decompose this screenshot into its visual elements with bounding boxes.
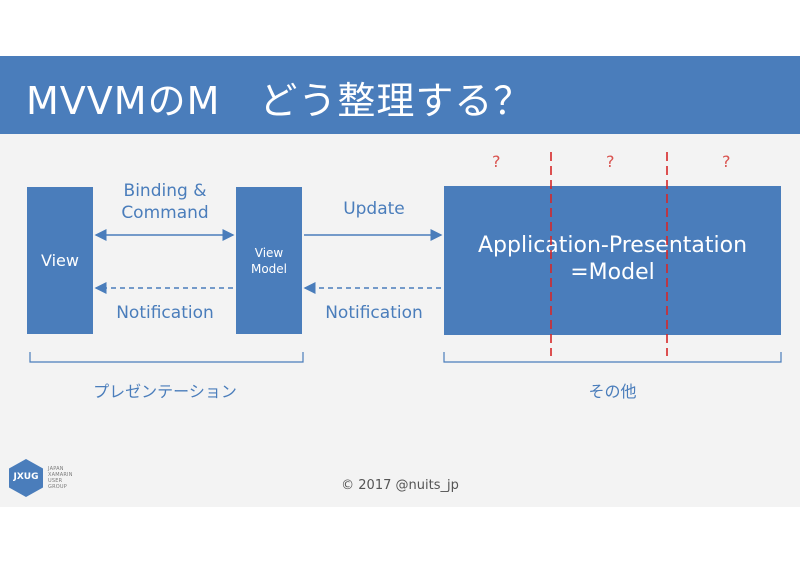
question-mark-2: ? [606, 152, 615, 171]
group-presentation-label: プレゼンテーション [93, 382, 237, 401]
notification-left-label: Notification [116, 303, 214, 323]
other-brace [443, 352, 782, 363]
notification-right-label: Notification [325, 303, 423, 323]
binding-command-label: Binding & Command [121, 181, 209, 223]
jxug-logo: JXUG JAPAN XAMARIN USER GROUP [8, 458, 88, 500]
view-box: View [27, 187, 93, 334]
jxug-hexagon-icon [9, 459, 43, 497]
viewmodel-box-label: View Model [250, 245, 288, 276]
title-bar: MVVMのM どう整理する？ [0, 56, 800, 134]
group-other-label: その他 [588, 382, 637, 401]
view-box-label: View [41, 251, 79, 270]
copyright: © 2017 @nuits_jp [341, 478, 459, 493]
jxug-logo-tagline: JAPAN XAMARIN USER GROUP [48, 466, 73, 490]
presentation-brace [29, 352, 304, 363]
jxug-logo-name: JXUG [13, 472, 39, 482]
viewmodel-box: View Model [236, 187, 302, 334]
slide-title: MVVMのM どう整理する？ [26, 79, 533, 123]
model-box: Application-Presentation =Model [444, 186, 781, 335]
slide: MVVMのM どう整理する？ View View Model Applicati… [0, 56, 800, 507]
question-mark-1: ? [492, 152, 501, 171]
question-mark-3: ? [722, 152, 731, 171]
diagram-connectors [29, 152, 782, 363]
update-label: Update [343, 199, 405, 219]
model-box-label: Application-Presentation =Model [477, 233, 748, 285]
